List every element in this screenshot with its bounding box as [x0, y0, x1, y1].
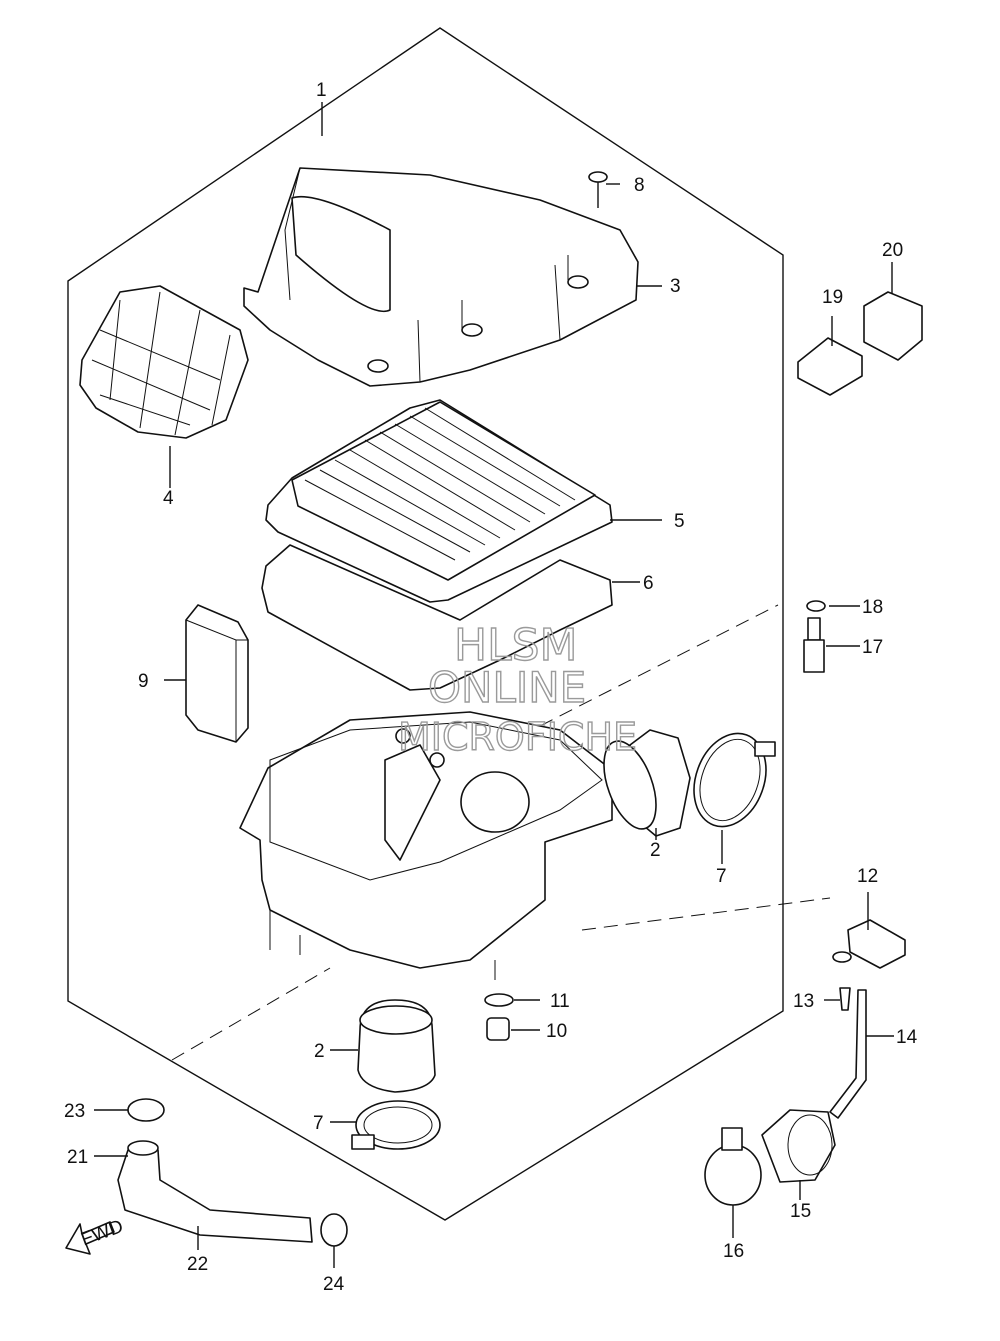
callout-8: 8: [634, 175, 645, 196]
callout-14: 14: [896, 1027, 918, 1048]
part-18-o-ring: [806, 600, 826, 612]
callout-21: 21: [67, 1147, 88, 1168]
callout-18: 18: [862, 597, 883, 618]
callout-7-lower: 7: [313, 1113, 324, 1134]
part-20-connector-cover: [863, 291, 923, 361]
callout-15: 15: [790, 1201, 811, 1222]
part-12-sensor: [832, 919, 906, 969]
part-17-plug: [803, 617, 825, 673]
callout-22: 22: [187, 1254, 208, 1275]
reference-lines: [171, 604, 831, 1061]
part-10-collar: [486, 1017, 510, 1041]
callout-19: 19: [822, 287, 843, 308]
watermark-line-1: HLSM: [454, 620, 578, 671]
callout-3: 3: [670, 276, 681, 297]
part-7-clamp-upper: [693, 732, 776, 828]
callout-5: 5: [674, 511, 685, 532]
part-23-clamp: [127, 1098, 165, 1122]
part-2-outlet-boot-lower: [357, 999, 436, 1093]
part-11-o-ring: [484, 993, 514, 1007]
callout-2-lower: 2: [314, 1041, 325, 1062]
watermark: HLSM ONLINE MICROFICHE: [397, 619, 637, 759]
callout-1: 1: [316, 80, 327, 101]
part-8-screw: [588, 171, 608, 208]
callout-23: 23: [64, 1101, 85, 1122]
part-21-hose-end: [127, 1140, 159, 1156]
part-16-hose-clamp: [704, 1127, 762, 1206]
part-14-drain-hose: [829, 989, 867, 1119]
callout-17: 17: [862, 637, 883, 658]
callout-12: 12: [857, 866, 878, 887]
callout-2-upper: 2: [650, 840, 661, 861]
callout-7-upper: 7: [716, 866, 727, 887]
callout-24: 24: [323, 1274, 345, 1295]
part-22-breather-hose: [117, 1149, 313, 1243]
air-cleaner-case: [239, 711, 613, 980]
leader-lines: [94, 102, 894, 1268]
watermark-line-3: MICROFICHE: [398, 715, 637, 759]
part-9-foam-block: [185, 604, 249, 743]
part-13-screw: [839, 987, 851, 1011]
callout-labels: 1 2 2 3 4 5 6 7 7 8 9 10 11 12 13 14 15 …: [64, 80, 918, 1295]
part-6-seal: [261, 544, 613, 691]
callout-11: 11: [550, 991, 570, 1012]
fwd-arrow-icon: FWD: [65, 1216, 126, 1255]
fwd-label: FWD: [78, 1216, 126, 1251]
callout-9: 9: [138, 671, 149, 692]
part-19-connector: [797, 337, 863, 396]
part-7-clamp-lower: [351, 1100, 441, 1150]
part-5-filter-element: [265, 399, 613, 603]
callout-4: 4: [163, 488, 174, 509]
callout-10: 10: [546, 1021, 567, 1042]
assembly-outline: [67, 27, 784, 1221]
callout-6: 6: [643, 573, 654, 594]
part-24-clamp: [320, 1213, 348, 1247]
part-2-outlet-boot-upper: [603, 729, 691, 837]
watermark-line-2: ONLINE: [428, 663, 586, 712]
callout-16: 16: [723, 1241, 744, 1262]
part-4-intake-funnel: [79, 285, 249, 439]
part-15-check-valve: [761, 1109, 836, 1183]
callout-13: 13: [793, 991, 814, 1012]
part-3-air-cleaner-cap: [243, 167, 639, 387]
callout-20: 20: [882, 240, 903, 261]
